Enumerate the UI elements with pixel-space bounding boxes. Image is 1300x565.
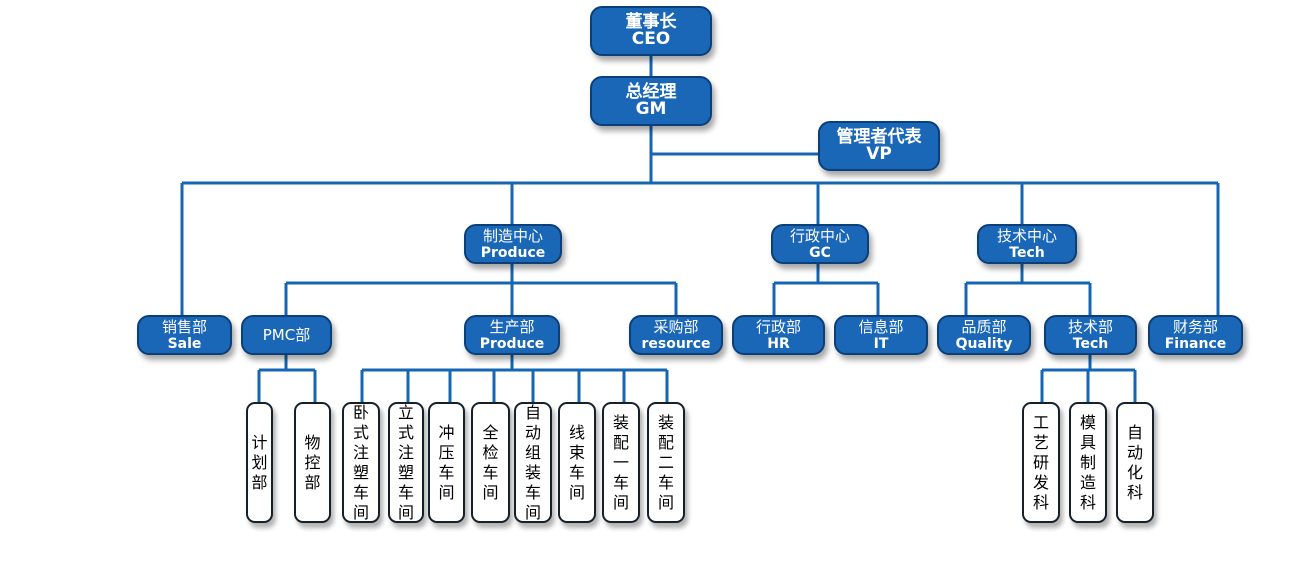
leaf-tech-1-text: 工艺研发科	[1032, 412, 1049, 512]
node-gc-center-zh: 行政中心	[789, 227, 850, 245]
node-it: 信息部 IT	[834, 315, 928, 355]
node-vp-en: VP	[866, 144, 892, 164]
node-finance: 财务部 Finance	[1148, 315, 1243, 355]
leaf-workshop-8-text: 装配二车间	[657, 412, 674, 512]
leaf-material-text: 物控部	[304, 432, 321, 492]
leaf-workshop-7-text: 装配一车间	[612, 412, 629, 512]
node-sale: 销售部 Sale	[137, 315, 232, 355]
node-gm: 总经理 GM	[590, 76, 712, 126]
leaf-workshop-8: 装配二车间	[647, 402, 685, 523]
node-tech-center: 技术中心 Tech	[977, 224, 1077, 264]
node-gc-center-en: GC	[809, 245, 831, 261]
node-ceo: 董事长 CEO	[590, 6, 712, 56]
leaf-workshop-3: 冲压车间	[428, 402, 465, 523]
leaf-workshop-4-text: 全检车间	[482, 422, 499, 502]
leaf-workshop-1: 卧式注塑车间	[342, 402, 380, 523]
leaf-tech-2-text: 模具制造科	[1079, 412, 1096, 512]
node-produce-dept: 生产部 Produce	[464, 315, 560, 355]
node-sale-zh: 销售部	[161, 318, 207, 336]
node-ceo-en: CEO	[631, 29, 671, 49]
node-ceo-zh: 董事长	[625, 12, 677, 32]
leaf-plan-text: 计划部	[251, 432, 268, 492]
node-produce-center-zh: 制造中心	[482, 227, 543, 245]
node-produce-center: 制造中心 Produce	[464, 224, 562, 264]
node-resource-zh: 采购部	[653, 318, 699, 336]
leaf-workshop-5: 自动组装车间	[514, 402, 552, 523]
node-tech-center-en: Tech	[1009, 245, 1045, 261]
leaf-workshop-2: 立式注塑车间	[388, 402, 424, 523]
node-finance-zh: 财务部	[1172, 318, 1218, 336]
leaf-workshop-1-text: 卧式注塑车间	[352, 402, 369, 522]
node-gm-en: GM	[635, 99, 667, 119]
leaf-workshop-5-text: 自动组装车间	[524, 402, 541, 522]
node-it-zh: 信息部	[858, 318, 904, 336]
node-quality-en: Quality	[955, 336, 1013, 352]
node-hr-en: HR	[767, 336, 790, 352]
node-vp-zh: 管理者代表	[836, 127, 922, 147]
leaf-tech-1: 工艺研发科	[1022, 402, 1060, 523]
node-pmc-zh: PMC部	[262, 326, 311, 344]
leaf-workshop-6: 线束车间	[558, 402, 596, 523]
leaf-tech-2: 模具制造科	[1069, 402, 1107, 523]
leaf-workshop-3-text: 冲压车间	[438, 422, 455, 502]
node-quality: 品质部 Quality	[937, 315, 1031, 355]
node-produce-dept-en: Produce	[479, 336, 545, 352]
node-quality-zh: 品质部	[961, 318, 1007, 336]
node-hr: 行政部 HR	[732, 315, 825, 355]
node-tech-dept-en: Tech	[1072, 336, 1109, 352]
leaf-workshop-4: 全检车间	[471, 402, 510, 523]
node-it-en: IT	[873, 336, 889, 352]
node-gc-center: 行政中心 GC	[771, 224, 869, 264]
node-vp: 管理者代表 VP	[818, 121, 940, 171]
leaf-material: 物控部	[294, 402, 331, 523]
leaf-workshop-7: 装配一车间	[602, 402, 640, 523]
leaf-plan: 计划部	[246, 402, 273, 523]
node-sale-en: Sale	[167, 336, 202, 352]
leaf-workshop-2-text: 立式注塑车间	[397, 402, 414, 522]
node-hr-zh: 行政部	[755, 318, 801, 336]
node-tech-center-zh: 技术中心	[996, 227, 1057, 245]
node-tech-dept: 技术部 Tech	[1044, 315, 1137, 355]
leaf-tech-3: 自动化科	[1116, 402, 1154, 523]
leaf-workshop-6-text: 线束车间	[568, 422, 585, 502]
node-produce-dept-zh: 生产部	[489, 318, 535, 336]
node-produce-center-en: Produce	[480, 245, 546, 261]
node-tech-dept-zh: 技术部	[1067, 318, 1113, 336]
leaf-tech-3-text: 自动化科	[1126, 422, 1143, 502]
node-resource-en: resource	[641, 336, 711, 352]
node-finance-en: Finance	[1164, 336, 1227, 352]
node-gm-zh: 总经理	[625, 82, 677, 102]
node-resource: 采购部 resource	[629, 315, 723, 355]
node-pmc: PMC部	[241, 315, 332, 355]
